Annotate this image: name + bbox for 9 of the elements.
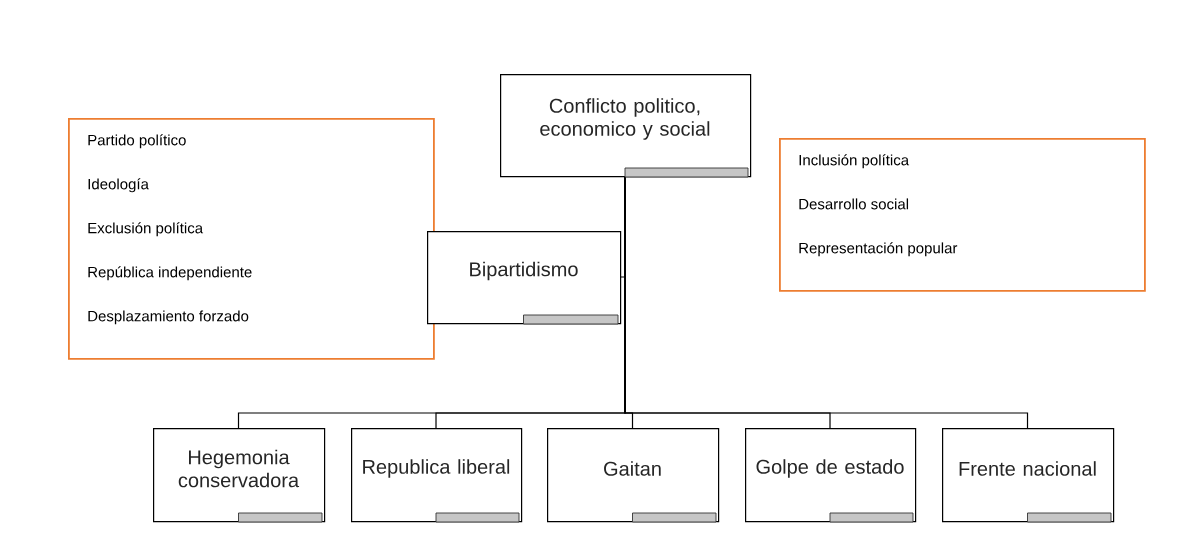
topic-box: Frente nacional [942, 428, 1115, 523]
topic-box: Golpe de estado [745, 428, 917, 523]
topic-box: Gaitan [547, 428, 720, 523]
topic-box: Conflicto politico, economico y social [500, 74, 752, 178]
term-list-box: Inclusión política Desarrollo social Representación popular [779, 138, 1146, 292]
topic-box: Republica liberal [351, 428, 523, 523]
topic-box: Hegemonia conservadora [153, 428, 326, 523]
topic-box: Bipartidismo [427, 231, 622, 325]
term-list-box: Partido político Ideología Exclusión política República independiente Desplazamiento forzado [68, 118, 435, 360]
